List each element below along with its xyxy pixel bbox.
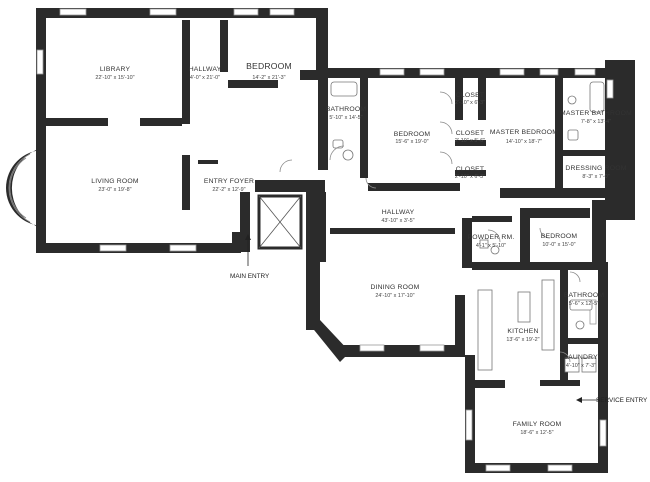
room-name-bedroom-north: BEDROOM: [246, 61, 292, 71]
room-name-master-bathroom: MASTER BATHROOM: [560, 110, 632, 117]
room-dims-closet-2: 2'-10" x 5'-6": [455, 138, 485, 144]
room-dims-bedroom-3: 10'-0" x 15'-0": [542, 242, 575, 248]
room-dims-bathroom-1: 5'-10" x 14'-5": [329, 115, 362, 121]
fixtures: [330, 81, 605, 373]
room-dims-master-bedroom: 14'-10" x 18'-7": [506, 139, 542, 145]
room-dims-master-bathroom: 7'-8" x 13'-4": [581, 119, 611, 125]
room-name-hallway-west: HALLWAY: [189, 66, 222, 73]
main-entry-arrow-head: [245, 234, 251, 240]
room-dims-entry-foyer: 22'-2" x 12'-9": [212, 187, 245, 193]
room-name-closet-2: CLOSET: [456, 130, 484, 137]
room-labels: LIBRARY 22'-10" x 15'-10" HALLWAY 4'-0" …: [91, 61, 632, 436]
room-name-bedroom-3: BEDROOM: [541, 233, 578, 240]
room-dims-closet-3: 2'-10" x 6'-3": [455, 174, 485, 180]
room-name-bathroom-1: BATHROOM: [326, 106, 367, 113]
room-dims-laundry: 4'-10" x 7'-3": [566, 363, 596, 369]
room-dims-library: 22'-10" x 15'-10": [95, 75, 134, 81]
room-dims-bathroom-2: 5'-6" x 12'-5": [569, 301, 599, 307]
room-name-living-room: LIVING ROOM: [91, 178, 139, 185]
elevator-shaft: [257, 194, 303, 250]
bay-window: [6, 150, 44, 226]
room-name-family-room: FAMILY ROOM: [513, 421, 562, 428]
room-name-dining-room: DINING ROOM: [370, 284, 419, 291]
room-dims-hallway-main: 43'-10" x 3'-5": [381, 218, 414, 224]
room-name-kitchen: KITCHEN: [507, 328, 538, 335]
room-dims-hallway-west: 4'-0" x 21'-0": [190, 75, 220, 81]
room-dims-family-room: 18'-6" x 12'-5": [520, 430, 553, 436]
room-dims-bedroom-2: 15'-6" x 19'-0": [395, 139, 428, 145]
room-name-laundry: LAUNDRY: [564, 354, 598, 361]
room-name-dressing-room: DRESSING ROOM: [565, 165, 626, 172]
room-name-closet-3: CLOSET: [456, 166, 484, 173]
room-dims-closet-1: 2'-10" x 6'-3": [455, 100, 485, 106]
room-name-library: LIBRARY: [100, 66, 131, 73]
room-name-closet-1: CLOSET: [456, 92, 484, 99]
room-name-master-bedroom: MASTER BEDROOM: [490, 129, 558, 136]
room-name-bathroom-2: BATHROOM: [564, 292, 605, 299]
door-swings: [279, 91, 581, 363]
service-entry-arrow-head: [576, 397, 582, 403]
room-name-hallway-main: HALLWAY: [382, 209, 415, 216]
service-entry-label: SERVICE ENTRY: [596, 397, 648, 404]
room-dims-living-room: 23'-0" x 19'-8": [98, 187, 131, 193]
room-name-entry-foyer: ENTRY FOYER: [204, 178, 254, 185]
windows: [36, 8, 614, 472]
room-dims-bedroom-north: 14'-2" x 21'-3": [252, 75, 285, 81]
room-dims-powder-rm: 4'-1" x 5'-10": [476, 243, 506, 249]
callouts: MAIN ENTRY SERVICE ENTRY: [230, 234, 648, 404]
walls: [36, 8, 635, 473]
room-name-powder-rm: POWDER RM.: [468, 234, 515, 241]
main-entry-label: MAIN ENTRY: [230, 273, 270, 280]
room-dims-kitchen: 13'-6" x 19'-2": [506, 337, 539, 343]
room-dims-dining-room: 24'-10" x 17'-10": [375, 293, 414, 299]
room-name-bedroom-2: BEDROOM: [394, 131, 431, 138]
room-dims-dressing-room: 8'-3" x 7'-0": [582, 174, 609, 180]
